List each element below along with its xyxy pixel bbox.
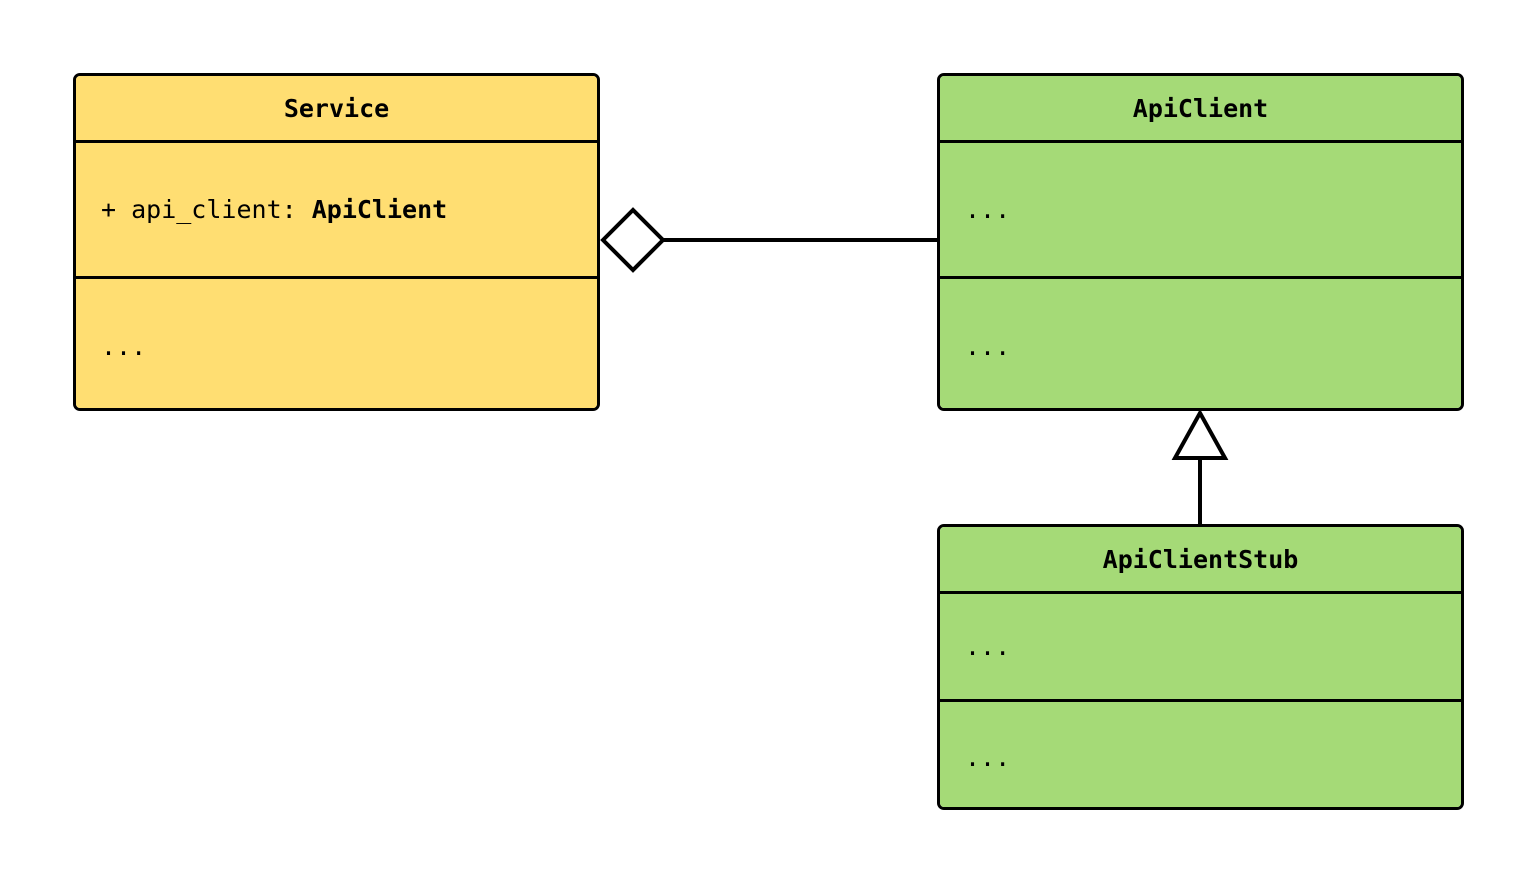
class-apiclient-title-compartment: ApiClient <box>940 76 1461 140</box>
class-apiclientstub-operations-compartment: ... <box>940 699 1461 807</box>
class-apiclientstub-name: ApiClientStub <box>1102 544 1299 574</box>
class-apiclient-operations-compartment: ... <box>940 276 1461 408</box>
hollow-triangle-icon <box>1171 408 1229 460</box>
relationship-generalization-apiclientstub-apiclient[interactable] <box>1171 408 1229 524</box>
class-service-attributes-compartment: + api_client: ApiClient <box>76 140 597 276</box>
class-apiclientstub-attributes-ellipsis: ... <box>965 632 1011 661</box>
class-apiclient-operations-ellipsis: ... <box>965 332 1011 361</box>
class-service-attribute-api-client: + api_client: ApiClient <box>101 197 447 222</box>
class-apiclientstub-attributes-compartment: ... <box>940 591 1461 699</box>
attribute-type-text: ApiClient <box>311 195 448 224</box>
class-apiclientstub-operations-ellipsis: ... <box>965 743 1011 772</box>
hollow-diamond-icon <box>600 207 666 273</box>
class-apiclient-attributes-compartment: ... <box>940 140 1461 276</box>
class-apiclientstub-title-compartment: ApiClientStub <box>940 527 1461 591</box>
class-service-operations-ellipsis: ... <box>101 332 147 361</box>
class-apiclient-name: ApiClient <box>1132 93 1269 123</box>
class-box-apiclient[interactable]: ApiClient ... ... <box>937 73 1464 411</box>
relationship-aggregation-service-apiclient[interactable] <box>600 207 937 273</box>
attribute-label-text: + api_client: <box>101 195 312 224</box>
class-service-operations-compartment: ... <box>76 276 597 408</box>
class-box-apiclientstub[interactable]: ApiClientStub ... ... <box>937 524 1464 810</box>
class-apiclient-attributes-ellipsis: ... <box>965 195 1011 224</box>
class-box-service[interactable]: Service + api_client: ApiClient ... <box>73 73 600 411</box>
class-service-name: Service <box>283 93 390 123</box>
class-service-title-compartment: Service <box>76 76 597 140</box>
